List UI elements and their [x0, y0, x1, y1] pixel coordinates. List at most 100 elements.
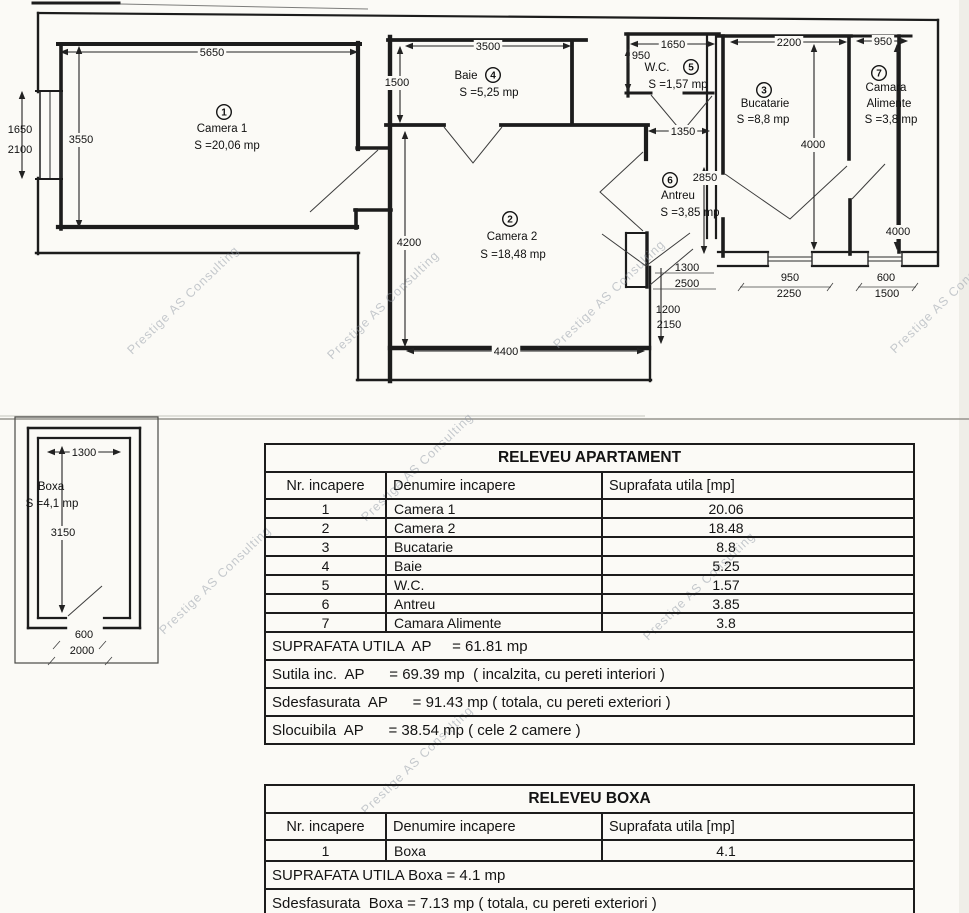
- watermark-text: Prestige AS Consulting: [156, 523, 274, 637]
- header-denumire: Denumire incapere: [385, 471, 603, 500]
- table-cell: 1: [264, 839, 387, 862]
- dimension-label-backdrop: [774, 36, 804, 50]
- table-header-row: Nr. incapere Denumire incapere Suprafata…: [264, 471, 916, 500]
- dimension-labels: 5650 3550 1650 2100 3500 1500 4200 4400 …: [8, 35, 913, 359]
- svg-text:1650: 1650: [661, 39, 685, 51]
- table-cell: 3.85: [600, 593, 916, 614]
- svg-text:2100: 2100: [8, 144, 32, 156]
- room-area-camara: S =3,8 mp: [865, 114, 918, 126]
- table-title-row: RELEVEU BOXA: [263, 784, 916, 814]
- table-cell: 8.8: [600, 536, 916, 557]
- svg-text:950: 950: [874, 36, 892, 48]
- table-cell: Boxa: [385, 839, 603, 862]
- table-row: 1 Boxa 4.1: [264, 839, 916, 862]
- dimension-label-backdrop: [491, 345, 521, 359]
- summary-suprafata-boxa: SUPRAFATA UTILA Boxa = 4.1 mp: [263, 860, 916, 890]
- table-cell: 3: [264, 536, 387, 557]
- svg-text:1350: 1350: [671, 126, 695, 138]
- table-cell: Baie: [385, 555, 603, 576]
- dimension-label-backdrop: [798, 138, 828, 152]
- svg-text:2500: 2500: [675, 278, 699, 290]
- svg-text:4000: 4000: [886, 226, 910, 238]
- dimension-label-backdrop: [629, 49, 653, 63]
- dimension-label-backdrop: [668, 125, 698, 139]
- summary-row: SUPRAFATA UTILA AP = 61.81 mp: [263, 631, 916, 661]
- table-row: 5 W.C. 1.57: [264, 574, 916, 595]
- svg-text:2: 2: [507, 215, 513, 226]
- summary-row: Sdesfasurata AP = 91.43 mp ( totala, cu …: [263, 687, 916, 717]
- apartment-table-title: RELEVEU APARTAMENT: [263, 443, 916, 473]
- table-header-row: Nr. incapere Denumire incapere Suprafata…: [264, 812, 916, 841]
- room-name-camara-1: Camara: [866, 82, 908, 94]
- svg-text:7: 7: [876, 69, 882, 80]
- boxa-plan: 1300 3150 Boxa S =4,1 mp 600 2000: [14, 416, 159, 666]
- header-denumire: Denumire incapere: [385, 812, 603, 841]
- scan-fold-line: [0, 415, 969, 420]
- room-name-wc: W.C.: [645, 62, 670, 74]
- dimension-label-backdrop: [473, 40, 503, 54]
- room-name-camera1: Camera 1: [197, 123, 248, 135]
- summary-sdesfasurata-boxa: Sdesfasurata Boxa = 7.13 mp ( totala, cu…: [263, 888, 916, 913]
- room-name-baie: Baie: [454, 70, 477, 82]
- room-number-wc: 5: [682, 58, 700, 76]
- room-area-bucatarie: S =8,8 mp: [737, 114, 790, 126]
- table-title-row: RELEVEU APARTAMENT: [263, 443, 916, 473]
- svg-text:5650: 5650: [200, 47, 224, 59]
- boxa-name: Boxa: [38, 481, 65, 493]
- watermark-text: Prestige AS Consulting: [887, 242, 969, 356]
- svg-text:2250: 2250: [777, 288, 801, 300]
- table-cell: Camera 1: [385, 498, 603, 519]
- svg-text:2850: 2850: [693, 172, 717, 184]
- summary-row: Sutila inc. AP = 69.39 mp ( incalzita, c…: [263, 659, 916, 689]
- svg-text:3150: 3150: [51, 527, 75, 539]
- room-name-antreu: Antreu: [661, 190, 695, 202]
- dimension-label-backdrop: [690, 171, 720, 185]
- boxa-frame: [14, 416, 159, 664]
- svg-text:600: 600: [75, 629, 93, 641]
- table-cell: 18.48: [600, 517, 916, 538]
- table-cell: Bucatarie: [385, 536, 603, 557]
- summary-sutila: Sutila inc. AP = 69.39 mp ( incalzita, c…: [263, 659, 916, 689]
- apartment-walls: [31, 1, 940, 384]
- room-area-camera2: S =18,48 mp: [480, 249, 546, 261]
- table-row: 2 Camera 2 18.48: [264, 517, 916, 538]
- room-number-baie: 4: [484, 66, 502, 84]
- table-cell: 1: [264, 498, 387, 519]
- summary-sdesfasurata: Sdesfasurata AP = 91.43 mp ( totala, cu …: [263, 687, 916, 717]
- svg-text:2150: 2150: [657, 319, 681, 331]
- dimension-label-backdrop: [66, 133, 96, 147]
- header-suprafata: Suprafata utila [mp]: [600, 471, 916, 500]
- door-swing-lines: [309, 94, 886, 286]
- table-cell: 4.1: [600, 839, 916, 862]
- svg-text:6: 6: [667, 176, 673, 187]
- svg-text:950: 950: [781, 272, 799, 284]
- dimension-label-backdrop: [48, 526, 78, 540]
- room-area-antreu: S =3,85 mp: [660, 207, 719, 219]
- boxa-table-title: RELEVEU BOXA: [263, 784, 916, 814]
- table-row: 3 Bucatarie 8.8: [264, 536, 916, 557]
- svg-text:1300: 1300: [72, 447, 96, 459]
- table-cell: Antreu: [385, 593, 603, 614]
- table-row: 7 Camara Alimente 3.8: [264, 612, 916, 633]
- summary-row: Slocuibila AP = 38.54 mp ( cele 2 camere…: [263, 715, 916, 745]
- table-cell: 2: [264, 517, 387, 538]
- svg-text:4: 4: [490, 71, 496, 82]
- room-number-camara: 7: [870, 64, 888, 82]
- room-name-bucatarie: Bucatarie: [741, 98, 790, 110]
- summary-slocuibila: Slocuibila AP = 38.54 mp ( cele 2 camere…: [263, 715, 916, 745]
- table-row: 4 Baie 5.25: [264, 555, 916, 576]
- room-number-bucatarie: 3: [755, 81, 773, 99]
- apartment-table: RELEVEU APARTAMENT Nr. incapere Denumire…: [263, 443, 916, 745]
- boxa-area: S =4,1 mp: [26, 498, 79, 510]
- dimension-label-backdrop: [658, 38, 688, 52]
- svg-text:3550: 3550: [69, 134, 93, 146]
- dimension-label-backdrop: [871, 35, 895, 49]
- room-area-baie: S =5,25 mp: [459, 87, 518, 99]
- table-cell: 4: [264, 555, 387, 576]
- svg-text:4400: 4400: [494, 346, 518, 358]
- svg-text:1650: 1650: [8, 124, 32, 136]
- svg-text:4200: 4200: [397, 237, 421, 249]
- table-cell: 20.06: [600, 498, 916, 519]
- dimension-label-backdrop: [883, 225, 913, 239]
- svg-text:5: 5: [688, 63, 694, 74]
